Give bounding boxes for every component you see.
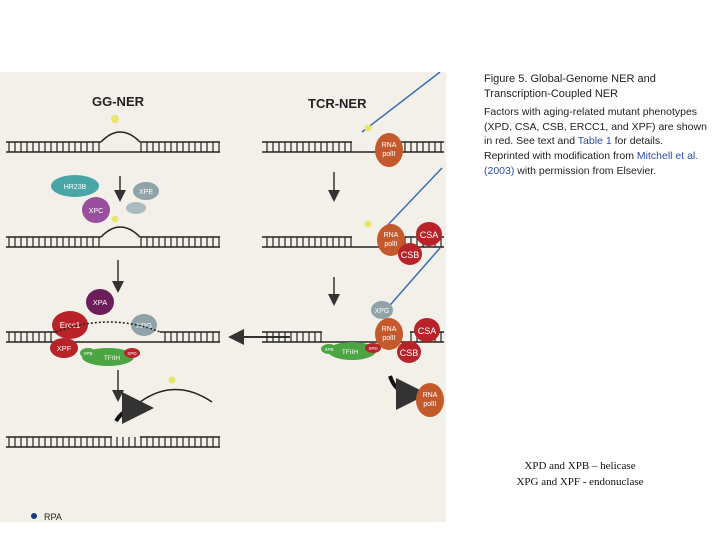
xpc-protein — [82, 197, 110, 223]
csb-label-1: CSB — [401, 250, 420, 260]
rna-pol-3-label-a: RNA — [382, 326, 397, 333]
xpc-label: XPC — [89, 208, 103, 215]
csa-label-1: CSA — [420, 230, 439, 240]
tcr-dna-1 — [262, 124, 444, 153]
curved-arrow-tcr — [388, 375, 428, 410]
caption-text-1: Factors with aging-related mutant phenot… — [484, 106, 707, 148]
rna-pol-1 — [375, 133, 403, 167]
xpa-protein — [86, 289, 114, 315]
rna-strand-3 — [383, 247, 441, 313]
rna-pol-released-label-a: RNA — [423, 392, 438, 399]
gg-dna-3 — [6, 321, 220, 343]
xpb-label-tcr: XPB — [324, 347, 333, 352]
caption-link-reference[interactable]: Mitchell et al. (2003) — [484, 149, 699, 177]
caption-text-3: with permission from Elsevier. — [517, 164, 657, 177]
xpg-protein-gg — [131, 314, 157, 336]
xpa-label: XPA — [93, 298, 107, 307]
rna-pol-1-label-a: RNA — [382, 142, 397, 149]
xpb-protein-tcr — [321, 344, 337, 354]
xpf-label: XPF — [57, 344, 72, 353]
csb-protein-2 — [397, 341, 421, 363]
ercc1-protein — [52, 311, 88, 339]
rpa-legend-dot — [31, 513, 37, 519]
tcr-ner-title: TCR-NER — [308, 96, 367, 111]
csb-protein-1 — [398, 243, 422, 265]
xpb-protein-gg — [80, 348, 96, 358]
caption-link-table[interactable]: Table 1 — [577, 135, 612, 148]
xpd-label-tcr: XPD — [368, 346, 378, 351]
rpa-legend-label: RPA — [44, 512, 62, 522]
xpe-protein — [133, 182, 159, 200]
rna-pol-2-label-b: polII — [384, 241, 397, 248]
xpg-label-tcr: XPG — [375, 308, 390, 315]
curved-arrow-gg — [114, 392, 154, 425]
lesion-excised — [168, 376, 176, 384]
csa-protein-2 — [414, 318, 440, 342]
rna-pol-3 — [375, 318, 403, 350]
tfiih-label-gg: TFIIH — [104, 355, 121, 362]
note-helicase: XPD and XPB – helicase — [524, 460, 636, 472]
ner-diagram: GG-NER TCR-NER HR23B XPC XPE — [6, 72, 444, 522]
hr23b-label: HR23B — [64, 184, 87, 191]
rna-pol-1-label-b: polII — [382, 151, 395, 158]
xpd-protein-tcr — [365, 343, 381, 353]
tfiih-protein-tcr — [328, 342, 376, 360]
rna-pol-released-label-b: polII — [423, 401, 436, 408]
ner-diagram-panel: GG-NER TCR-NER HR23B XPC XPE — [0, 72, 446, 522]
xpe-label: XPE — [139, 189, 153, 196]
rna-pol-2-label-a: RNA — [384, 232, 399, 239]
caption-text-2: for details. Reprinted with modification… — [484, 135, 664, 162]
caption-title: Figure 5. Global-Genome NER and Transcri… — [484, 73, 656, 100]
caption-body: Factors with aging-related mutant phenot… — [484, 105, 710, 178]
gg-dna-2 — [6, 215, 220, 248]
rna-strand-2 — [382, 167, 443, 231]
csa-protein-1 — [416, 222, 442, 246]
note-endonuclease: XPG and XPF - endonuclase — [516, 476, 644, 488]
gg-ner-title: GG-NER — [92, 94, 145, 109]
ercc1-label: Ercc1 — [60, 321, 81, 330]
enzyme-notes: XPD and XPB – helicase XPG and XPF - end… — [470, 458, 690, 490]
xpd-protein-gg — [124, 348, 140, 358]
lesion-marker — [111, 115, 119, 123]
csb-label-2: CSB — [400, 348, 419, 358]
figure-caption: Figure 5. Global-Genome NER and Transcri… — [484, 72, 710, 178]
rna-strand-1 — [361, 72, 441, 133]
rna-pol-3-label-b: polII — [382, 335, 395, 342]
xpf-protein — [50, 338, 78, 358]
tfiih-label-tcr: TFIIH — [342, 349, 359, 356]
rna-pol-2 — [377, 224, 405, 256]
hr23b-protein — [51, 175, 99, 197]
gg-dna-1 — [6, 115, 220, 153]
csa-label-2: CSA — [418, 326, 437, 336]
xpg-protein-tcr — [371, 301, 393, 319]
excised-oligo — [139, 388, 213, 403]
xpe-subunit — [126, 202, 146, 214]
xpg-label-gg: XPG — [136, 321, 152, 330]
xpb-label-gg: XPB — [83, 351, 92, 356]
gg-dna-4 — [6, 436, 220, 448]
xpd-label-gg: XPD — [127, 351, 137, 356]
rna-pol-released — [416, 383, 444, 417]
